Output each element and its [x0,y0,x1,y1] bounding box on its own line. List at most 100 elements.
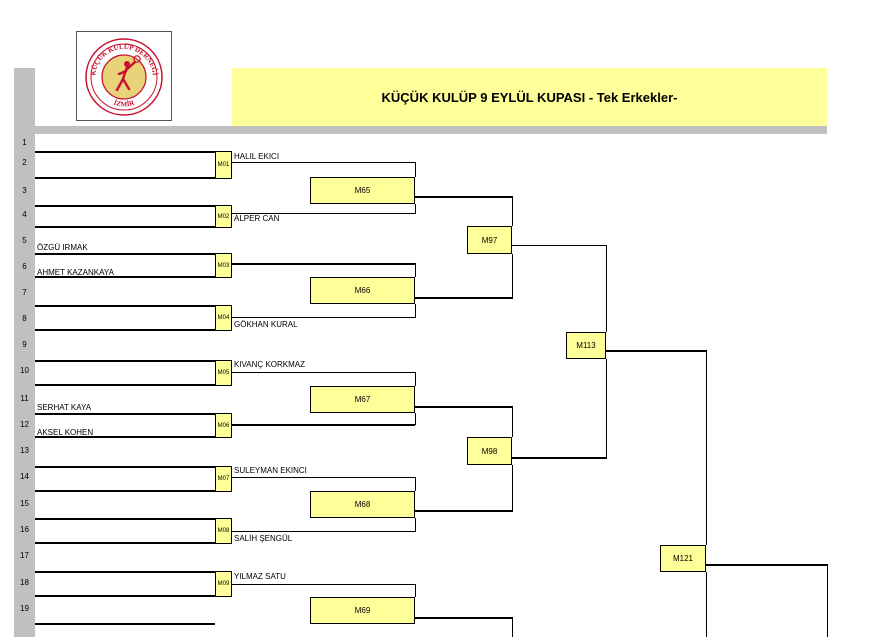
bracket-line [706,564,827,566]
row-number-strip [14,68,35,637]
header-divider-band [35,126,827,134]
row-number: 17 [20,551,29,560]
row-number: 7 [22,288,27,297]
bracket-line [232,317,415,318]
bracket-line [232,531,415,532]
bracket-line [415,196,512,198]
row-number: 5 [22,236,27,245]
match-box-m04[interactable]: M04 [215,305,232,331]
bracket-line [512,196,513,226]
row-number: 19 [20,604,29,613]
bracket-line [415,372,416,386]
bracket-line [512,245,606,246]
bracket-line [232,263,415,265]
bracket-line [512,617,513,637]
match-box-m07[interactable]: M07 [215,466,232,492]
bracket-line [415,263,416,277]
logo-text-bottom: İZMİR [113,98,137,108]
match-box-m69[interactable]: M69 [310,597,415,624]
title-bar [232,68,827,126]
draw-slot[interactable] [35,360,215,386]
match-box-m01[interactable]: M01 [215,151,232,179]
row-number: 2 [22,158,27,167]
draw-slot[interactable] [35,518,215,544]
match-box-m68[interactable]: M68 [310,491,415,518]
bracket-line [415,204,416,214]
bracket-line [606,245,607,332]
bracket-line [232,372,415,373]
draw-slot[interactable] [35,466,215,492]
player-name: ÖZGÜ IRMAK [37,243,88,252]
bracket-line [415,584,416,597]
player-name: AKSEL KOHEN [37,428,94,437]
match-box-m121[interactable]: M121 [660,545,706,572]
bracket-line [232,477,415,478]
row-number: 16 [20,525,29,534]
bracket-line [512,406,513,437]
row-number: 14 [20,472,29,481]
row-number: 13 [20,446,29,455]
bracket-line [415,406,512,408]
match-box-m08[interactable]: M08 [215,518,232,544]
row-number: 3 [22,186,27,195]
bracket-line [706,350,707,545]
match-box-m03[interactable]: M03 [215,253,232,278]
draw-slot-line [35,623,215,625]
player-name: GÖKHAN KURAL [234,320,298,329]
player-name: ALPER CAN [234,214,280,223]
row-number: 12 [20,420,29,429]
row-number: 10 [20,366,29,375]
bracket-line [827,564,828,637]
draw-slot[interactable] [35,253,215,278]
bracket-line [232,584,415,585]
row-number: 6 [22,262,27,271]
bracket-line [706,572,707,637]
tennis-player-icon [115,55,141,92]
bracket-line [415,510,512,512]
draw-slot[interactable] [35,413,215,438]
bracket-line [415,304,416,318]
row-number: 18 [20,578,29,587]
club-logo-emblem: KÜÇÜK KULÜP DERNEĞİ İZMİR [85,38,163,116]
match-box-m09[interactable]: M09 [215,571,232,597]
bracket-line [606,350,706,352]
bracket-line [415,413,416,425]
bracket-line [232,162,415,163]
match-box-m98[interactable]: M98 [467,437,512,465]
player-name: HALIL EKICI [234,152,280,161]
draw-slot[interactable] [35,151,215,179]
bracket-line [512,465,513,512]
row-number: 8 [22,314,27,323]
row-number: 11 [20,394,29,403]
bracket-line [415,617,512,619]
bracket-line [415,477,416,491]
match-box-m65[interactable]: M65 [310,177,415,204]
bracket-line [232,213,415,214]
bracket-line [512,254,513,299]
bracket-line [415,162,416,177]
bracket-line [512,457,606,459]
match-box-m05[interactable]: M05 [215,360,232,386]
match-box-m06[interactable]: M06 [215,413,232,438]
match-box-m113[interactable]: M113 [566,332,606,359]
row-number: 15 [20,499,29,508]
row-number: 4 [22,210,27,219]
match-box-m66[interactable]: M66 [310,277,415,304]
bracket-line [606,359,607,459]
bracket-line [415,518,416,532]
bracket-line [232,424,415,426]
match-box-m67[interactable]: M67 [310,386,415,413]
player-name: YILMAZ SATU [234,572,286,581]
player-name: SULEYMAN EKINCI [234,466,307,475]
player-name: SERHAT KAYA [37,403,92,412]
draw-slot[interactable] [35,305,215,331]
draw-slot[interactable] [35,205,215,228]
draw-slot[interactable] [35,571,215,597]
page-title: KÜÇÜK KULÜP 9 EYLÜL KUPASI - Tek Erkekle… [381,89,678,105]
row-number: 1 [22,138,27,147]
match-box-m02[interactable]: M02 [215,205,232,228]
player-name: AHMET KAZANKAYA [37,268,114,277]
player-name: SALİH ŞENGÜL [234,534,293,543]
row-number: 9 [22,340,27,349]
match-box-m97[interactable]: M97 [467,226,512,254]
